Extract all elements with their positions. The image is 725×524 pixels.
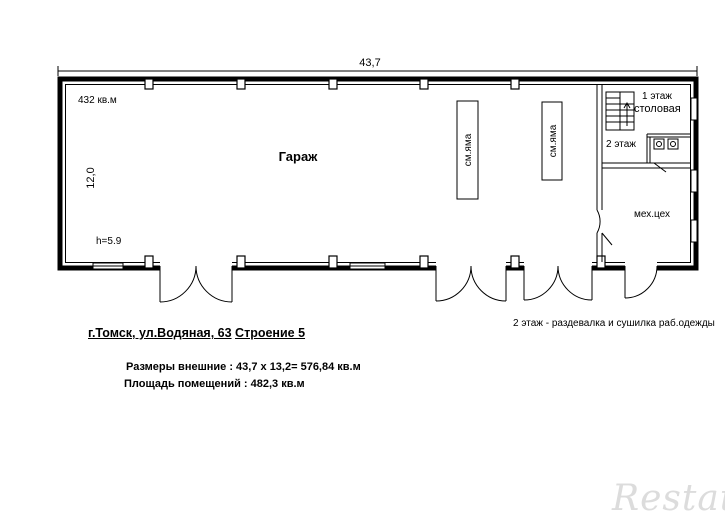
area-label: 432 кв.м [78, 95, 117, 106]
top-pilasters [144, 78, 520, 90]
pit-label-left: см.яма [463, 133, 474, 166]
partition-walls [596, 84, 690, 262]
external-dimensions: Размеры внешние : 43,7 х 13,2= 576,84 кв… [126, 361, 361, 373]
windows [92, 97, 698, 270]
pit-label-right: см.яма [548, 124, 559, 157]
canteen-label: столовая [634, 103, 681, 115]
floor2-note: 2 этаж - раздевалка и сушилка раб.одежды [513, 318, 715, 329]
address-text: г.Томск, ул.Водяная, 63 [88, 326, 232, 340]
partition-doors [596, 162, 667, 246]
room-area: Площадь помещений : 482,3 кв.м [124, 378, 305, 390]
floor1-label: 1 этаж [642, 91, 672, 102]
bottom-pilasters [144, 255, 606, 269]
length-label: 43,7 [359, 57, 380, 69]
address-caption: г.Томск, ул.Водяная, 63 Строение 5 [88, 326, 305, 340]
building-text: Строение 5 [235, 326, 306, 340]
floor2-label: 2 этаж [606, 139, 636, 150]
workshop-label: мех.цех [634, 209, 670, 220]
gate-doors [159, 265, 658, 303]
garage-label: Гараж [279, 149, 319, 164]
sanitary-fixtures [653, 138, 679, 150]
length-dimension [57, 66, 698, 76]
width-label: 12,0 [85, 167, 97, 188]
inspection-pits [456, 100, 563, 200]
watermark-logo: Restate [612, 478, 725, 519]
outer-walls [57, 76, 699, 271]
stairs [605, 91, 635, 131]
height-label: h=5.9 [96, 236, 122, 247]
